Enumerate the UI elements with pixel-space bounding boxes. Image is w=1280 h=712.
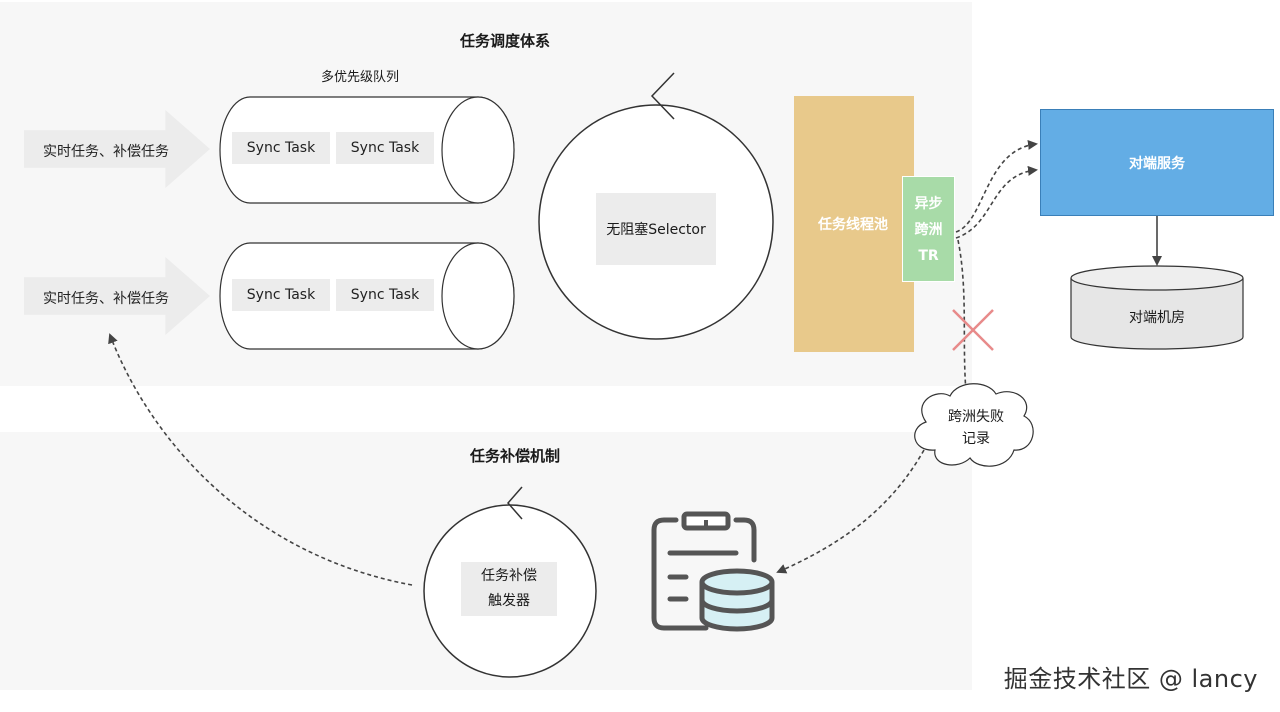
queue-2-task-1: Sync Task [232, 279, 330, 311]
trigger-box: 任务补偿 触发器 [461, 562, 557, 616]
record-to-db-connector [776, 449, 925, 574]
failure-record-line-2: 记录 [962, 431, 990, 447]
queue-1-task-1: Sync Task [232, 132, 330, 164]
trigger-line-1: 任务补偿 [481, 568, 537, 584]
queue-2-task-2: Sync Task [336, 279, 434, 311]
async-tr-line-1: 异步 [914, 196, 943, 212]
failure-cross-icon [952, 309, 994, 351]
trigger-to-input-connector [108, 333, 413, 586]
failure-record-label: 跨洲失败 记录 [926, 406, 1026, 450]
compensation-title: 任务补偿机制 [469, 447, 560, 465]
queue-1-task-2: Sync Task [336, 132, 434, 164]
async-to-peer-connector-2 [955, 165, 1038, 239]
failure-record-cloud [914, 383, 1034, 467]
queue-label: 多优先级队列 [320, 70, 399, 85]
failure-path-connector [957, 239, 967, 393]
async-tr-line-3: TR [918, 248, 939, 264]
trigger-line-2: 触发器 [488, 593, 530, 609]
input-arrow-1-label: 实时任务、补偿任务 [43, 144, 169, 160]
peer-room-cylinder [1070, 265, 1244, 350]
async-to-peer-connector-1 [955, 139, 1038, 233]
scheduling-title: 任务调度体系 [459, 32, 550, 50]
thread-pool-box: 任务线程池 [794, 96, 914, 352]
async-tr-box: 异步 跨洲 TR [902, 176, 955, 282]
clipboard-database-icon [651, 511, 775, 632]
peer-service-box: 对端服务 [1040, 109, 1274, 216]
async-tr-line-2: 跨洲 [914, 222, 943, 238]
peer-room-label: 对端机房 [1129, 310, 1185, 326]
selector-box: 无阻塞Selector [596, 193, 716, 265]
input-arrow-2-label: 实时任务、补偿任务 [43, 291, 169, 307]
failure-record-line-1: 跨洲失败 [948, 409, 1004, 425]
watermark: 掘金技术社区 @ lancy [1003, 665, 1258, 693]
